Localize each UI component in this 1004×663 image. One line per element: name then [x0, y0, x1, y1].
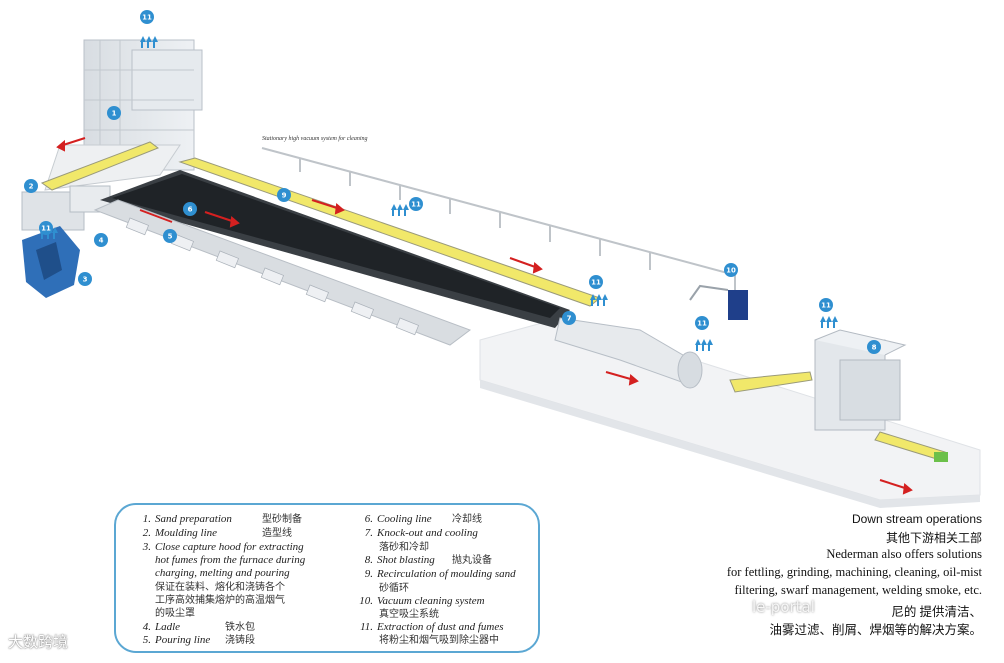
legend-item-5: 5.Pouring line: [142, 634, 211, 646]
legend-item-3-zh-2: 工序高效捕集熔炉的高温烟气: [155, 595, 285, 606]
marker-7: 7: [562, 311, 576, 325]
legend-item-7-zh: 落砂和冷却: [379, 542, 429, 553]
cooling-line-top: [112, 174, 560, 318]
legend-item-9: 9.Recirculation of moulding sand: [364, 568, 516, 580]
legend-item-2: 2.Moulding line: [142, 527, 218, 539]
marker-2: 2: [24, 179, 38, 193]
svg-text:1: 1: [112, 110, 117, 118]
pouring-line: [93, 199, 472, 346]
marker-4: 4: [94, 233, 108, 247]
svg-text:8: 8: [872, 344, 877, 352]
flow-arrows: [56, 137, 913, 495]
output-bin: [934, 452, 948, 462]
svg-text:11: 11: [591, 279, 601, 287]
marker-11-vacuum: 11: [695, 316, 709, 330]
conveyor-sand-feed: [40, 141, 160, 191]
legend-item-4: 4.Ladle: [142, 621, 181, 633]
svg-text:3: 3: [83, 276, 88, 284]
moulding-station: [21, 185, 111, 231]
legend-item-1-zh: 型砂制备: [262, 514, 302, 525]
legend-item-11: 11.Extraction of dust and fumes: [360, 621, 504, 633]
knock-out-drum: [554, 317, 703, 389]
legend-item-3-zh-1: 保证在装料、熔化和浇铸各个: [155, 582, 285, 593]
legend-item-7: 7.Knock-out and cooling: [364, 527, 478, 539]
svg-text:11: 11: [142, 14, 152, 22]
marker-11-knockout: 11: [589, 275, 603, 289]
marker-8: 8: [867, 340, 881, 354]
mould-boxes: [125, 217, 419, 336]
marker-5: 5: [163, 229, 177, 243]
svg-text:7: 7: [567, 315, 572, 323]
svg-text:11: 11: [697, 320, 707, 328]
legend-item-3: 3.Close capture hood for extracting: [142, 541, 304, 553]
svg-text:11: 11: [41, 225, 51, 233]
legend-item-2-zh: 造型线: [262, 528, 292, 539]
svg-text:9: 9: [282, 192, 287, 200]
legend-item-9-zh: 砂循环: [379, 583, 409, 594]
marker-11-furnace: 11: [39, 221, 53, 235]
legend-item-6: 6.Cooling line: [364, 513, 432, 525]
sand-preparation-tower: [44, 39, 203, 191]
vacuum-pipe: [261, 147, 736, 300]
downstream-line-2: for fettling, grinding, machining, clean…: [726, 565, 982, 579]
shot-blasting-machine: [814, 329, 907, 431]
legend-item-8: 8.Shot blasting: [364, 554, 435, 566]
furnace: [22, 226, 80, 298]
legend-item-10-zh: 真空吸尘系统: [379, 609, 439, 620]
legend-item-3-zh-3: 的吸尘罩: [155, 608, 195, 619]
svg-text:11: 11: [821, 302, 831, 310]
downstream-line-4: 尼的 提供清洁、: [891, 605, 982, 619]
svg-text:4: 4: [99, 237, 104, 245]
legend-box: [114, 503, 540, 653]
vacuum-cleaning-unit: [689, 284, 748, 320]
legend-item-1: 1.Sand preparation: [142, 513, 232, 525]
vacuum-system-caption: Stationary high vacuum system for cleani…: [262, 136, 368, 142]
svg-text:10: 10: [726, 267, 736, 275]
watermark: 大数跨境: [8, 633, 69, 651]
legend-item-6-zh: 冷却线: [452, 514, 482, 525]
legend-item-3-line2: hot fumes from the furnace during: [155, 554, 306, 566]
svg-text:11: 11: [411, 201, 421, 209]
legend-item-11-zh: 将粉尘和烟气吸到除尘器中: [379, 635, 499, 646]
extraction-arrows: [40, 36, 838, 351]
marker-11-shot: 11: [819, 298, 833, 312]
downstream-line-1: Nederman also offers solutions: [826, 547, 982, 561]
marker-11-tower: 11: [140, 10, 154, 24]
downstream-line-3: filtering, swarf management, welding smo…: [734, 583, 983, 597]
legend-item-5-zh: 浇铸段: [225, 635, 255, 646]
downstream-title-zh: 其他下游相关工部: [885, 531, 982, 545]
legend-item-8-zh: 抛丸设备: [452, 555, 492, 566]
marker-3: 3: [78, 272, 92, 286]
downstream-title: Down stream operations: [851, 512, 982, 526]
svg-text:6: 6: [188, 206, 193, 214]
legend-item-10: 10.Vacuum cleaning system: [359, 595, 485, 607]
markers: 11 1 2 11 3 4 5 6 9 11 7 11 10 11 11 8: [24, 10, 881, 354]
marker-11-hood: 11: [409, 197, 423, 211]
watermark-2: le-portal: [752, 598, 815, 616]
exit-conveyor: [729, 371, 813, 393]
svg-text:5: 5: [168, 233, 173, 241]
svg-text:2: 2: [29, 183, 34, 191]
legend-item-4-zh: 铁水包: [225, 622, 255, 633]
legend-item-3-line3: charging, melting and pouring: [155, 567, 290, 579]
marker-6: 6: [183, 202, 197, 216]
marker-1: 1: [107, 106, 121, 120]
downstream-line-5: 油雾过滤、削屑、焊烟等的解决方案。: [769, 623, 982, 637]
marker-9: 9: [277, 188, 291, 202]
marker-10: 10: [724, 263, 738, 277]
